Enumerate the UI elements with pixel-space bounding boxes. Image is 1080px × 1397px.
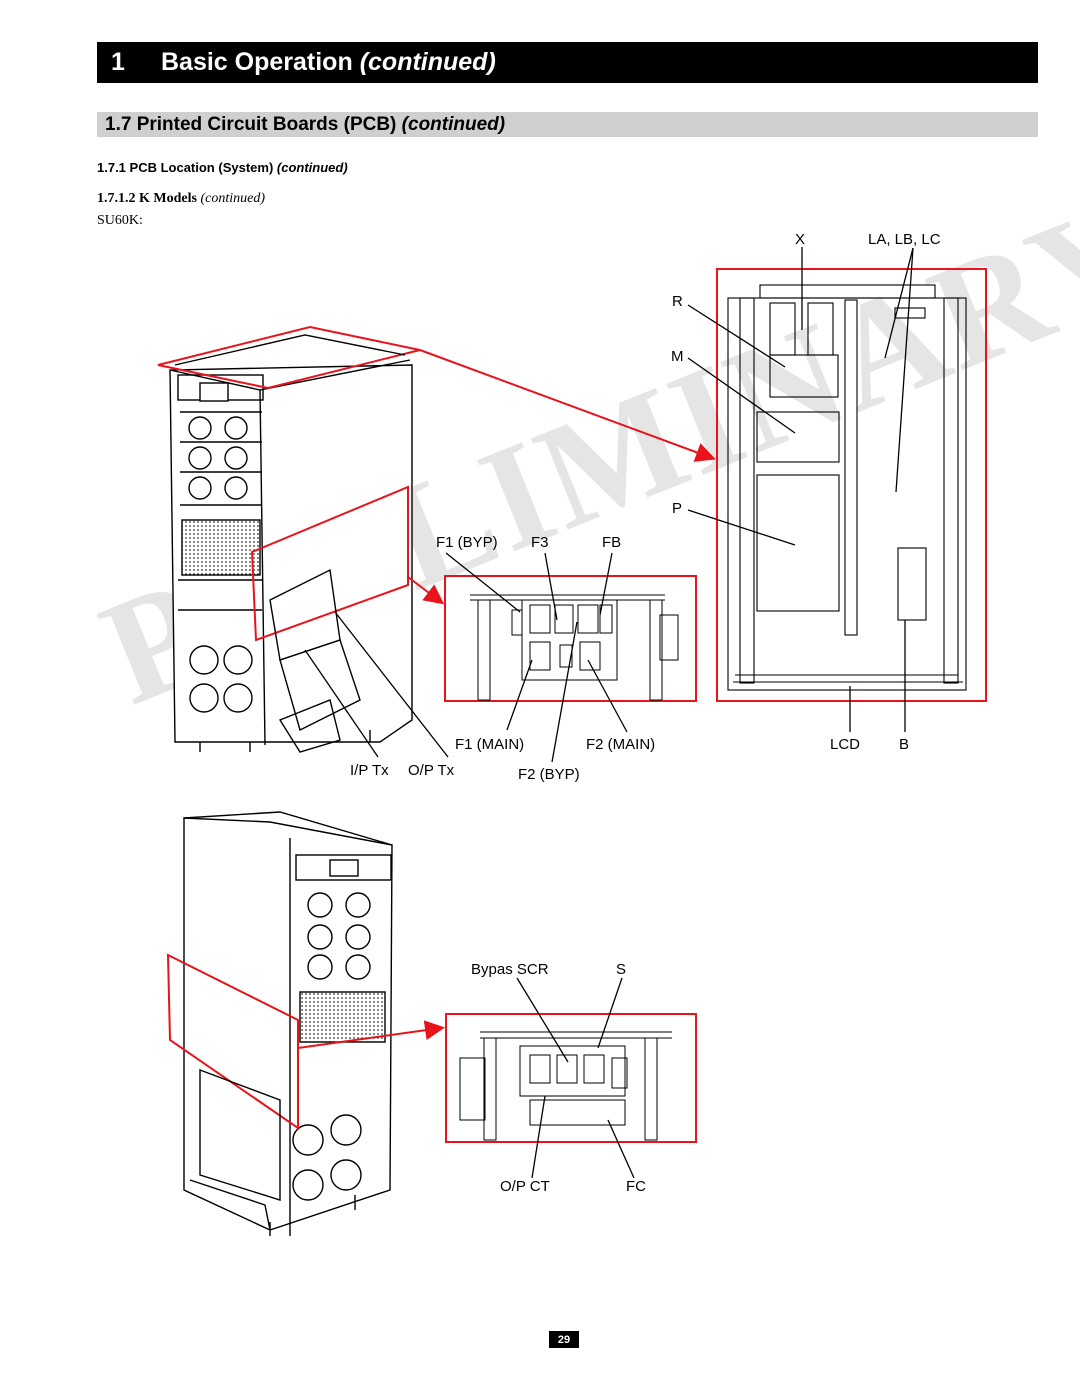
label-s: S	[616, 961, 626, 978]
model-label: SU60K:	[97, 213, 143, 228]
fuse-detail-drawing	[470, 594, 679, 701]
label-la-lb-lc: LA, LB, LC	[868, 231, 941, 248]
label-r: R	[672, 293, 683, 310]
label-op-tx: O/P Tx	[408, 762, 455, 779]
leader-lines-bottom	[516, 977, 635, 1179]
label-f2-main: F2 (MAIN)	[586, 736, 655, 753]
label-lcd: LCD	[830, 736, 860, 753]
subsection-suffix: (continued)	[276, 160, 348, 175]
label-fc: FC	[626, 1178, 646, 1195]
fuse-detail-frame	[444, 575, 697, 702]
leader-lines-top	[304, 247, 914, 763]
section-title: 1.7 Printed Circuit Boards (PCB)	[105, 113, 397, 135]
label-b: B	[899, 736, 909, 753]
chapter-suffix: (continued)	[359, 48, 496, 76]
scr-detail-drawing	[459, 1031, 672, 1141]
label-p: P	[672, 500, 682, 517]
label-m: M	[671, 348, 684, 365]
section-header: 1.7 Printed Circuit Boards (PCB) (contin…	[97, 112, 1038, 137]
subsub-suffix: (continued)	[200, 191, 265, 206]
label-x: X	[795, 231, 805, 248]
cabinet-top-drawing	[157, 325, 421, 753]
fan-modules-rear	[307, 892, 371, 980]
page-number: 29	[549, 1331, 579, 1348]
label-op-ct: O/P CT	[500, 1178, 550, 1195]
label-ip-tx: I/P Tx	[350, 762, 389, 779]
chapter-number: 1	[111, 48, 125, 76]
label-f1-main: F1 (MAIN)	[455, 736, 524, 753]
chapter-title: Basic Operation	[161, 48, 353, 76]
label-f2-byp: F2 (BYP)	[518, 766, 580, 783]
section-suffix: (continued)	[401, 113, 506, 135]
interior-detail-frame	[716, 268, 987, 702]
chapter-header: 1 Basic Operation (continued)	[97, 42, 1038, 83]
cabinet-bottom-drawing	[166, 811, 393, 1236]
fan-modules	[180, 411, 262, 506]
subsub-title: 1.7.1.2 K Models	[97, 191, 197, 206]
label-f3: F3	[531, 534, 549, 551]
label-bypas-scr: Bypas SCR	[471, 961, 549, 978]
label-fb: FB	[602, 534, 621, 551]
subsubsection-heading: 1.7.1.2 K Models (continued)	[97, 191, 265, 207]
interior-detail-drawing	[727, 284, 967, 691]
subsection-title: 1.7.1 PCB Location (System)	[97, 160, 274, 175]
scr-detail-frame	[445, 1013, 697, 1143]
label-f1-byp: F1 (BYP)	[436, 534, 498, 551]
subsection-heading: 1.7.1 PCB Location (System) (continued)	[97, 160, 348, 175]
